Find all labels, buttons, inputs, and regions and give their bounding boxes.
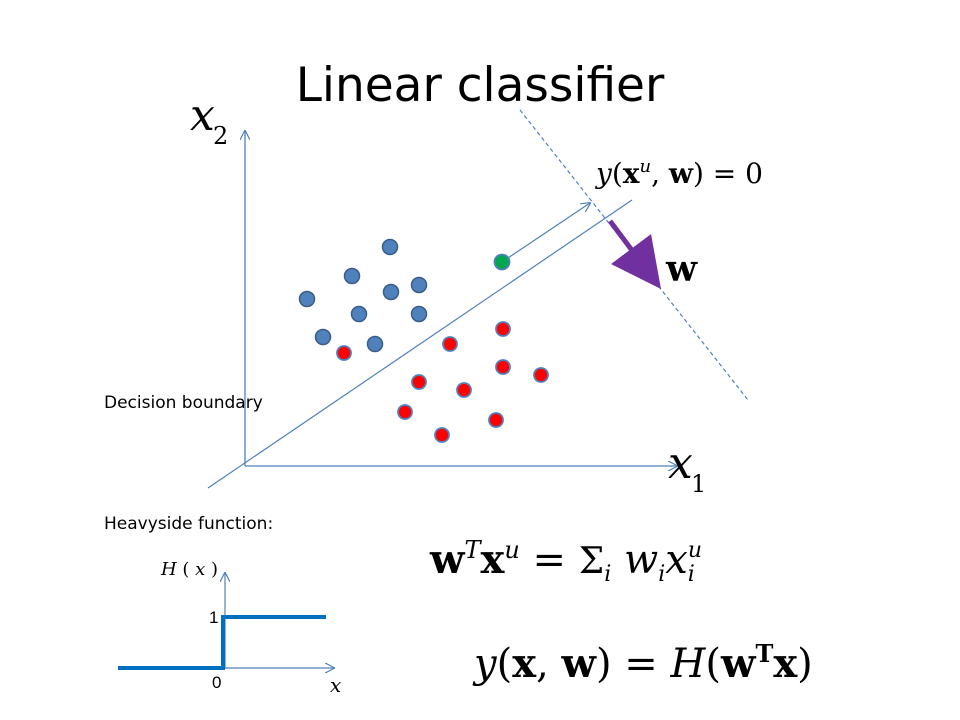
decision-boundary-label: Decision boundary bbox=[104, 393, 263, 413]
projection-arrow bbox=[501, 203, 590, 263]
red-point bbox=[533, 367, 549, 383]
w-vector-arrow bbox=[608, 219, 661, 289]
red-point bbox=[397, 404, 413, 420]
red-class-points bbox=[336, 321, 549, 443]
slide-title: Linear classifier bbox=[295, 58, 665, 113]
h-tick-1-label: 1 bbox=[209, 608, 218, 627]
blue-point bbox=[410, 305, 428, 323]
model-formula: y(x, w) = H(wTx) bbox=[472, 639, 813, 687]
x2-axis-label: x bbox=[190, 90, 215, 141]
h-tick-0-label: 0 bbox=[212, 673, 221, 692]
w-vector-label: w bbox=[665, 248, 698, 290]
blue-point bbox=[298, 290, 316, 308]
blue-class-points bbox=[298, 238, 428, 353]
step-function-line bbox=[118, 615, 326, 670]
x2-axis-subscript: 2 bbox=[213, 122, 228, 150]
x1-axis-label: x bbox=[668, 438, 693, 489]
h-axis-label: H ( x ) bbox=[160, 559, 218, 580]
red-point bbox=[442, 336, 458, 352]
x1-axis-subscript: 1 bbox=[691, 470, 706, 498]
heavyside-label: Heavyside function: bbox=[104, 514, 274, 534]
h-x-axis-label: x bbox=[330, 673, 341, 697]
blue-point bbox=[343, 267, 361, 285]
decision-boundary-line bbox=[207, 199, 633, 489]
blue-point bbox=[366, 335, 384, 353]
blue-point bbox=[314, 328, 332, 346]
blue-point bbox=[381, 238, 399, 256]
red-point bbox=[336, 345, 352, 361]
red-point bbox=[411, 374, 427, 390]
blue-point bbox=[350, 305, 368, 323]
boundary-equation: y(xu, w) = 0 bbox=[594, 156, 763, 190]
red-point bbox=[488, 412, 504, 428]
dot-product-formula: wTxu = Σi wixiu bbox=[429, 536, 702, 587]
red-point bbox=[434, 427, 450, 443]
red-point bbox=[495, 321, 511, 337]
blue-point bbox=[382, 283, 400, 301]
green-point bbox=[493, 253, 511, 271]
blue-point bbox=[410, 276, 428, 294]
red-point bbox=[456, 382, 472, 398]
red-point bbox=[495, 359, 511, 375]
